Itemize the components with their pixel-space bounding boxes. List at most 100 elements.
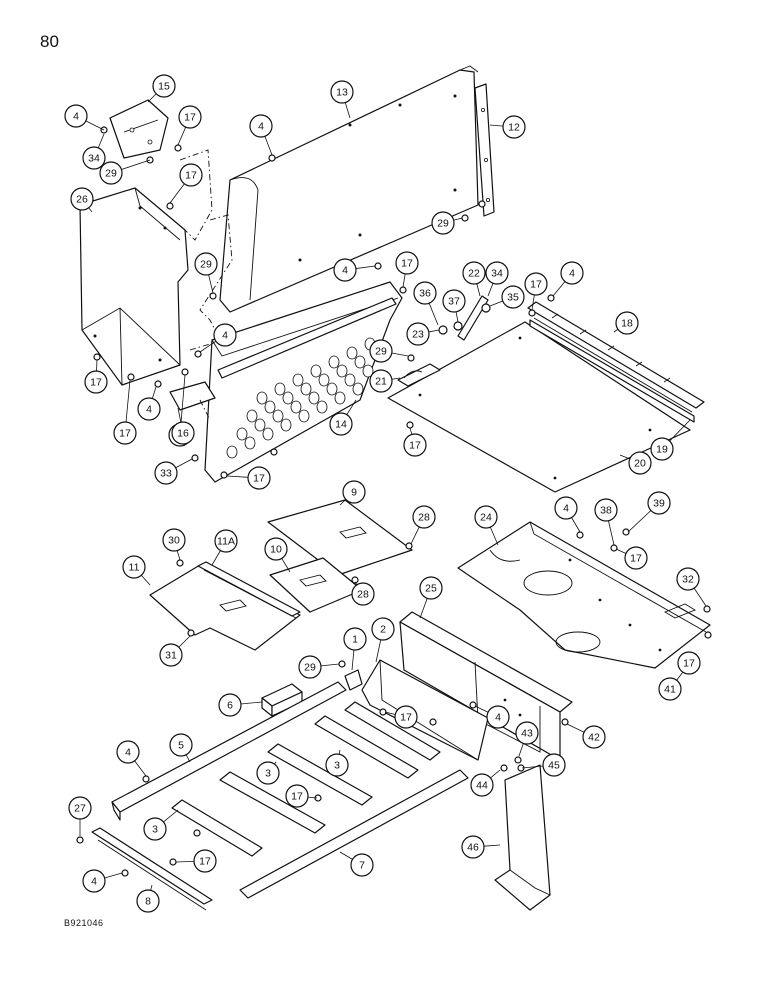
callout-c36: 36	[413, 281, 437, 305]
part-5-side-rail	[111, 681, 347, 821]
leader-line-c34a	[97, 133, 105, 149]
callout-c9: 9	[342, 480, 366, 504]
perforation-hole	[318, 373, 330, 387]
part-26-battery-box	[79, 187, 189, 386]
callout-circle	[515, 721, 539, 745]
drawing-reference-code: B921046	[64, 918, 104, 928]
callout-circle	[333, 258, 357, 282]
callout-circle	[82, 146, 106, 170]
leader-line-c4b	[264, 136, 273, 156]
callout-circle	[249, 114, 273, 138]
callout-c4i: 4	[116, 740, 140, 764]
callout-circle	[412, 505, 436, 529]
leader-line-c38	[608, 520, 615, 546]
callout-number: 4	[495, 712, 501, 724]
callout-number: 15	[158, 81, 170, 93]
leader-line-c4c	[355, 265, 376, 269]
callout-circle	[193, 849, 217, 873]
callout-c17h: 17	[403, 433, 427, 457]
leader-line-c16	[177, 407, 182, 423]
callout-circle	[403, 433, 427, 457]
perforation-hole	[310, 364, 322, 378]
leader-line-c32	[693, 587, 707, 607]
callout-number: 33	[160, 468, 172, 480]
callout-c29d: 29	[369, 339, 393, 363]
leader-line-c5	[185, 754, 191, 763]
perforation-hole	[246, 409, 258, 423]
callout-number: 37	[448, 296, 460, 308]
callout-circle	[194, 252, 218, 276]
callout-c10: 10	[264, 537, 288, 561]
callout-number: 4	[569, 268, 575, 280]
callout-circle	[462, 261, 486, 285]
callout-c3a: 3	[256, 761, 280, 785]
callout-number: 26	[76, 194, 88, 206]
callout-number: 29	[437, 218, 449, 230]
callout-number: 7	[359, 860, 365, 872]
callout-c17j: 17	[624, 546, 648, 570]
callout-circle	[615, 311, 639, 335]
hardware-group-23-37	[438, 303, 491, 335]
perforation-hole	[344, 373, 356, 387]
callout-number: 17	[409, 440, 421, 452]
callout-c5: 5	[169, 733, 193, 757]
callout-c17i: 17	[247, 466, 271, 490]
callout-number: 29	[304, 662, 316, 674]
callout-c18: 18	[615, 311, 639, 335]
callout-c35: 35	[501, 285, 525, 309]
callout-circle	[122, 555, 146, 579]
callout-number: 25	[425, 583, 437, 595]
callout-number: 1	[352, 634, 358, 646]
callout-c34a: 34	[82, 146, 106, 170]
leader-line-c4i	[134, 760, 147, 777]
callout-number: 17	[630, 553, 642, 565]
callout-number: 45	[548, 760, 560, 772]
part-21-clip	[397, 363, 441, 387]
perforation-hole	[316, 400, 328, 414]
perforation-hole	[282, 391, 294, 405]
callout-number: 3	[265, 768, 271, 780]
callout-number: 17	[185, 170, 197, 182]
callout-number: 17	[119, 428, 131, 440]
perforation-hole	[328, 355, 340, 369]
perforation-hole	[290, 400, 302, 414]
callout-number: 17	[683, 658, 695, 670]
callout-c4c: 4	[333, 258, 357, 282]
callout-circle	[325, 753, 349, 777]
callout-circle	[113, 421, 137, 445]
leader-line-c35	[489, 300, 503, 307]
callout-number: 17	[90, 377, 102, 389]
callout-c38: 38	[594, 498, 618, 522]
callout-circle	[474, 505, 498, 529]
callout-circle	[329, 412, 353, 436]
callout-c4j: 4	[82, 869, 106, 893]
callout-c17l: 17	[394, 705, 418, 729]
leader-line-c11a	[211, 550, 221, 566]
part-11a-strip	[197, 561, 301, 619]
callout-number: 3	[152, 824, 158, 836]
perforation-hole	[264, 400, 276, 414]
callout-number: 42	[588, 732, 600, 744]
callout-circle	[70, 187, 94, 211]
callout-c20: 20	[628, 451, 652, 475]
leader-line-c42	[566, 723, 585, 733]
callout-c17k: 17	[677, 651, 701, 675]
callout-number: 17	[291, 791, 303, 803]
callout-circle	[343, 627, 367, 651]
leader-line-c3b	[338, 749, 341, 755]
perforation-hole	[298, 409, 310, 423]
callout-c17c: 17	[84, 370, 108, 394]
part-7-side-rail	[239, 769, 469, 899]
callout-number: 4	[73, 111, 79, 123]
perforation-hole	[254, 418, 266, 432]
callout-c17n: 17	[193, 849, 217, 873]
callout-circle	[485, 261, 509, 285]
leader-line-c20	[619, 454, 630, 460]
leader-line-c17n	[175, 860, 195, 863]
callout-number: 8	[145, 896, 151, 908]
callout-c30: 30	[162, 528, 186, 552]
perforation-hole	[292, 373, 304, 387]
callout-circle	[371, 617, 395, 641]
callout-circle	[171, 421, 195, 445]
callout-circle	[116, 740, 140, 764]
